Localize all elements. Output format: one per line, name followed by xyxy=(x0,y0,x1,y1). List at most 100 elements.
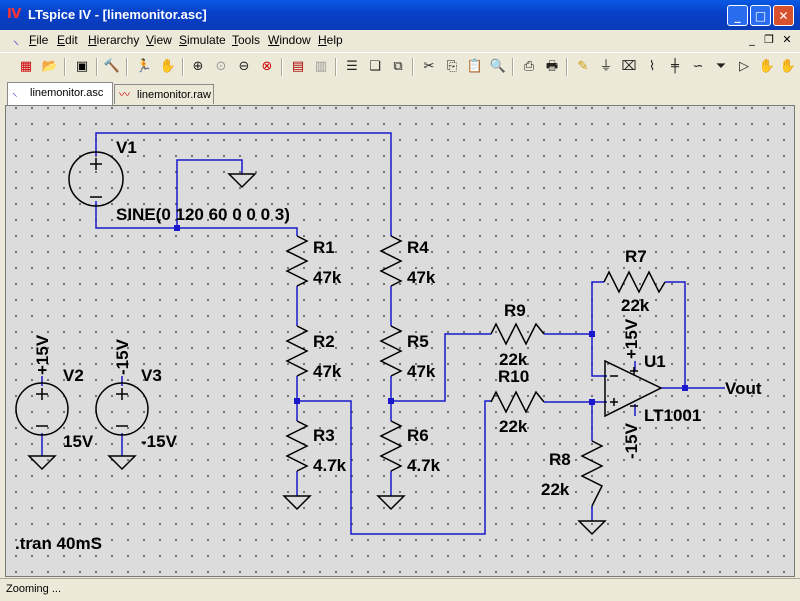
spice-directive[interactable]: .tran 40mS xyxy=(15,534,102,553)
draw-wire-icon[interactable]: ✎ xyxy=(577,59,589,74)
wire-gnd-v1[interactable] xyxy=(176,159,243,228)
print-icon[interactable]: 🖶 xyxy=(545,59,559,74)
label-u1-name: U1 xyxy=(644,352,666,371)
zoom-pan-icon[interactable]: ⊙ xyxy=(215,59,227,74)
inductor-icon[interactable]: ∽ xyxy=(692,59,704,74)
copy-icon[interactable]: ⎘ xyxy=(446,59,458,74)
net-label-v3: -15V xyxy=(113,338,132,375)
net-label-v2: +15V xyxy=(33,334,52,375)
resistor-r1[interactable] xyxy=(285,235,309,287)
wire-v1-r1[interactable] xyxy=(95,201,298,229)
label-u1-vpos: +15V xyxy=(622,318,641,359)
junction-dot xyxy=(174,225,180,231)
menu-hierarchy[interactable]: Hierarchy xyxy=(88,33,140,47)
label-r10-value: 22k xyxy=(499,417,528,436)
label-r4-value: 47k xyxy=(407,268,436,287)
ground-symbol xyxy=(227,173,257,189)
minimize-button[interactable]: _ xyxy=(727,5,748,26)
resistor-r4[interactable] xyxy=(379,235,403,287)
autoscale-icon[interactable]: ▤ xyxy=(291,59,305,74)
resistor-r3[interactable] xyxy=(285,420,309,472)
move-icon[interactable]: ✋ xyxy=(758,59,776,74)
zoom-in-icon[interactable]: ⊕ xyxy=(192,59,204,74)
open-icon[interactable]: 📂 xyxy=(41,59,59,74)
menu-view[interactable]: View xyxy=(146,33,172,47)
resistor-r6[interactable] xyxy=(379,420,403,472)
ground-symbol xyxy=(282,495,312,511)
wire-v1-r4[interactable] xyxy=(95,132,392,229)
cascade-icon[interactable]: ❏ xyxy=(369,59,381,74)
find-icon[interactable]: 🔍 xyxy=(489,59,507,74)
resistor-r8[interactable] xyxy=(580,440,604,507)
junction-dot xyxy=(682,385,688,391)
resistor-r5[interactable] xyxy=(379,325,403,377)
run-icon[interactable]: 🏃 xyxy=(135,59,153,74)
component-icon[interactable]: ▷ xyxy=(739,59,749,74)
waveform-icon: 〰 xyxy=(119,89,130,101)
label-r6-name: R6 xyxy=(407,426,429,445)
wire-r9-inv[interactable] xyxy=(544,333,607,377)
wire-r7-left[interactable] xyxy=(591,281,604,334)
resistor-icon[interactable]: ⌇ xyxy=(648,59,656,74)
voltage-source-v2[interactable] xyxy=(15,382,69,436)
label-r2-name: R2 xyxy=(313,332,335,351)
resistor-r9[interactable] xyxy=(490,322,545,346)
capacitor-icon[interactable]: ╪ xyxy=(671,59,679,74)
mdi-close-button[interactable]: ✕ xyxy=(782,33,792,46)
zoom-out-icon[interactable]: ⊖ xyxy=(238,59,250,74)
menu-help[interactable]: Help xyxy=(318,33,343,47)
tab-linemonitor-raw[interactable]: 〰 linemonitor.raw xyxy=(114,84,214,104)
reset-icon[interactable]: ▥ xyxy=(314,59,328,74)
close-button[interactable]: ✕ xyxy=(773,5,794,26)
diode-icon[interactable]: ⏷ xyxy=(715,59,727,74)
document-icon[interactable]: ⸜ xyxy=(12,33,19,47)
toolbar: ▦ 📂 ▣ 🔨 🏃 ✋ ⊕ ⊙ ⊖ ⊗ ▤ ▥ ☰ ❏ ⧉ ✂ ⎘ 📋 🔍 ⎙ … xyxy=(0,52,800,82)
junction-dot xyxy=(589,399,595,405)
halt-icon[interactable]: ✋ xyxy=(159,59,177,74)
resistor-r10[interactable] xyxy=(490,390,545,414)
label-v3-value: -15V xyxy=(141,432,178,451)
voltage-source-v1[interactable] xyxy=(68,151,124,207)
menu-simulate[interactable]: Simulate xyxy=(179,33,226,47)
label-v3-name: V3 xyxy=(141,366,162,385)
label-net-icon[interactable]: ⌧ xyxy=(621,59,637,74)
wire-r6-r9[interactable] xyxy=(391,333,491,402)
mdi-minimize-button[interactable]: _ xyxy=(749,33,755,46)
menu-edit[interactable]: Edit xyxy=(57,33,78,47)
new-schematic-icon[interactable]: ▦ xyxy=(19,59,33,74)
zoom-cancel-icon[interactable]: ⊗ xyxy=(261,59,273,74)
cut-icon[interactable]: ✂ xyxy=(423,59,435,74)
tile-horizontal-icon[interactable]: ☰ xyxy=(346,59,358,74)
wire-r3-r10[interactable] xyxy=(297,400,491,535)
mdi-restore-button[interactable]: ❐ xyxy=(764,33,774,46)
wire-r7-right[interactable] xyxy=(665,281,686,388)
junction-dot xyxy=(388,398,394,404)
paste-icon[interactable]: 📋 xyxy=(466,59,484,74)
tab-linemonitor-asc[interactable]: ⸜ linemonitor.asc xyxy=(7,82,113,105)
tile-vertical-icon[interactable]: ⧉ xyxy=(393,59,403,74)
window-title: LTspice IV - [linemonitor.asc] xyxy=(28,7,207,22)
control-panel-icon[interactable]: 🔨 xyxy=(103,59,121,74)
menu-window[interactable]: Window xyxy=(268,33,311,47)
resistor-r7[interactable] xyxy=(603,270,666,294)
voltage-source-v3[interactable] xyxy=(95,382,149,436)
label-r8-name: R8 xyxy=(549,450,571,469)
schematic-canvas[interactable]: V1 SINE(0 120 60 0 0 0 3) R1 47k R2 47k … xyxy=(5,105,795,577)
undo-icon[interactable]: ⎙ xyxy=(523,59,535,74)
ground-symbol xyxy=(376,495,406,511)
save-icon[interactable]: ▣ xyxy=(75,59,89,74)
net-label-vout: Vout xyxy=(725,379,762,398)
label-r9-value: 22k xyxy=(499,350,528,369)
label-r4-name: R4 xyxy=(407,238,429,257)
schematic-drawing: V1 SINE(0 120 60 0 0 0 3) R1 47k R2 47k … xyxy=(15,132,762,553)
ground-symbol xyxy=(27,455,57,471)
resistor-r2[interactable] xyxy=(285,325,309,377)
drag-icon[interactable]: ✋ xyxy=(779,59,797,74)
schematic-icon: ⸜ xyxy=(12,87,18,99)
ground-icon[interactable]: ⏚ xyxy=(599,59,613,74)
maximize-button[interactable]: □ xyxy=(750,5,771,26)
menu-file[interactable]: File xyxy=(29,33,49,47)
opamp-u1[interactable] xyxy=(604,359,663,418)
label-r6-value: 4.7k xyxy=(407,456,441,475)
menu-tools[interactable]: Tools xyxy=(232,33,261,47)
